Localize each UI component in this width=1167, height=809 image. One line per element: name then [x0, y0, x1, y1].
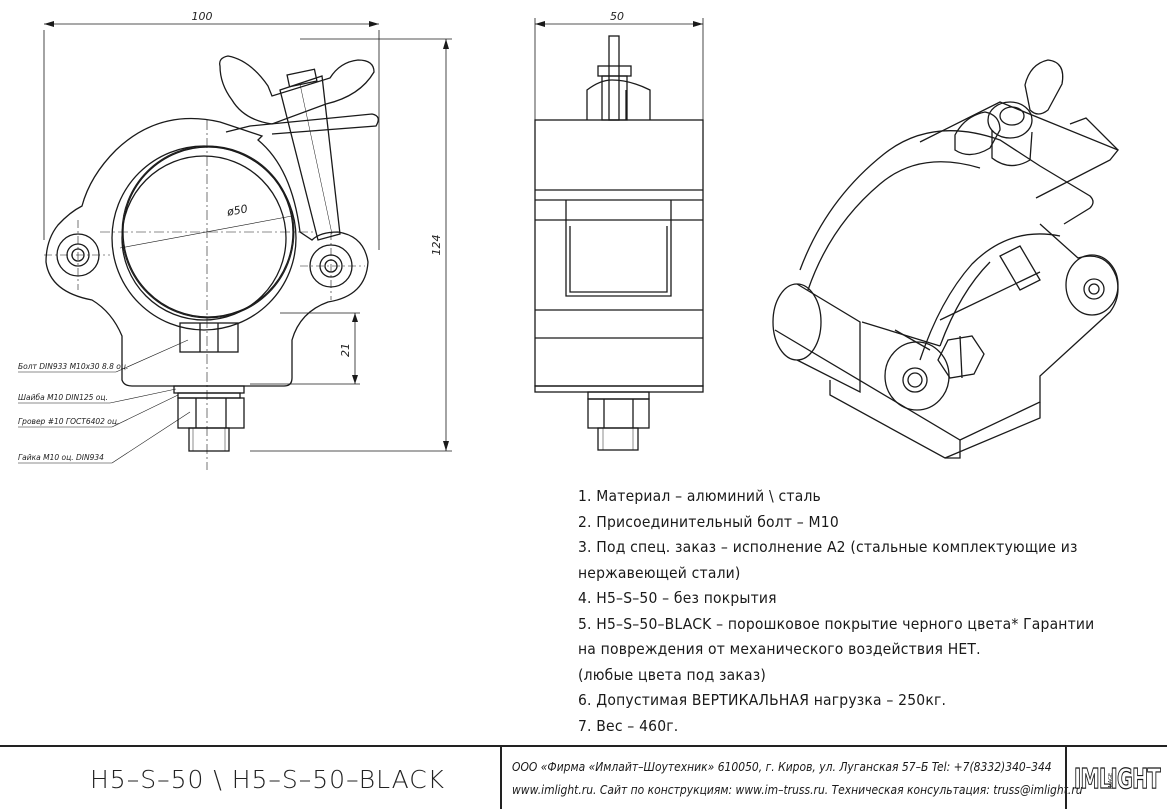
callout-washer: Шайба M10 DIN125 оц. — [18, 393, 108, 402]
note-item: (любые цвета под заказ) — [578, 665, 766, 684]
divider — [1065, 747, 1067, 809]
callout-nut: Гайка M10 оц. DIN934 — [18, 453, 104, 462]
dim-height-lower: 21 — [339, 343, 352, 357]
dim-width-top: 100 — [192, 10, 213, 23]
isometric-view — [772, 59, 1120, 459]
note-item: 2. Присоединительный болт – М10 — [578, 512, 839, 531]
callout-grover: Гровер #10 ГОСТ6402 оц. — [18, 417, 119, 426]
note-item: 7. Вес – 460г. — [578, 716, 679, 735]
model-name: H5–S–50 \ H5–S–50–BLACK — [90, 765, 446, 794]
website-info: www.imlight.ru. Сайт по конструкциям: ww… — [512, 782, 1083, 797]
svg-text:IMLIGHT: IMLIGHT — [1074, 762, 1161, 795]
front-view — [18, 21, 452, 470]
side-view — [534, 18, 704, 451]
note-item: 5. H5–S–50–BLACK – порошковое покрытие ч… — [578, 614, 1095, 659]
company-info: ООО «Фирма «Имлайт–Шоутехник» 610050, г.… — [512, 759, 1052, 774]
svg-text:IMAGE: IMAGE — [1108, 773, 1114, 789]
dim-width-side: 50 — [610, 10, 624, 23]
note-item: 4. H5–S–50 – без покрытия — [578, 589, 777, 607]
note-item: 6. Допустимая ВЕРТИКАЛЬНАЯ нагрузка – 25… — [578, 691, 947, 709]
note-item: 1. Материал – алюминий \ сталь — [578, 487, 821, 505]
dim-height-right: 124 — [430, 235, 443, 256]
spec-notes: 1. Материал – алюминий \ сталь 2. Присое… — [578, 484, 1099, 739]
dim-diameter: ø50 — [225, 202, 249, 219]
imlight-logo: IMLIGHT IMAGE — [1073, 761, 1162, 795]
note-item: 3. Под спец. заказ – исполнение А2 (стал… — [578, 538, 1078, 582]
divider — [500, 747, 502, 809]
title-block: H5–S–50 \ H5–S–50–BLACK ООО «Фирма «Имла… — [0, 745, 1167, 809]
callout-bolt: Болт DIN933 M10x30 8.8 оц. — [18, 362, 128, 371]
